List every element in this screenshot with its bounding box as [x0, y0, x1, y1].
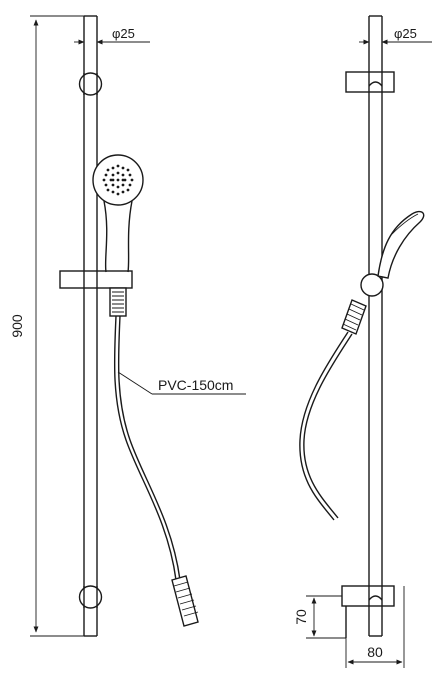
height-dimension-label: 900 — [9, 314, 25, 338]
height-dimension: 900 — [9, 15, 84, 637]
front-diameter-label: φ25 — [112, 26, 135, 41]
front-slider — [59, 270, 133, 289]
spray-nozzles-icon — [102, 164, 134, 196]
bracket-height-label: 70 — [293, 609, 309, 625]
hose-label: PVC-150cm — [158, 377, 233, 393]
front-hose-connector — [109, 287, 127, 317]
bracket-height-dimension: 70 — [293, 595, 346, 639]
side-hose — [299, 331, 349, 521]
side-slider-joint — [360, 273, 384, 297]
side-view: φ25 — [293, 15, 432, 668]
hose-callout: PVC-150cm — [117, 371, 246, 395]
bracket-depth-dimension: 80 — [345, 586, 405, 668]
front-hose-fitting — [171, 575, 199, 627]
front-bottom-joint — [78, 585, 103, 609]
side-top-bracket — [345, 71, 395, 93]
side-hand-shower — [377, 210, 425, 279]
front-hand-shower — [92, 154, 144, 273]
side-diameter-callout: φ25 — [359, 26, 432, 45]
front-rail — [83, 15, 98, 637]
front-top-joint — [78, 72, 103, 96]
side-hose-connector — [341, 299, 367, 335]
front-diameter-callout: φ25 — [74, 26, 150, 45]
front-view: 900 φ25 — [9, 15, 246, 637]
side-diameter-label: φ25 — [394, 26, 417, 41]
side-rail — [368, 15, 383, 637]
bracket-depth-label: 80 — [367, 644, 383, 660]
front-hose — [113, 315, 177, 581]
side-bottom-bracket — [341, 585, 395, 638]
